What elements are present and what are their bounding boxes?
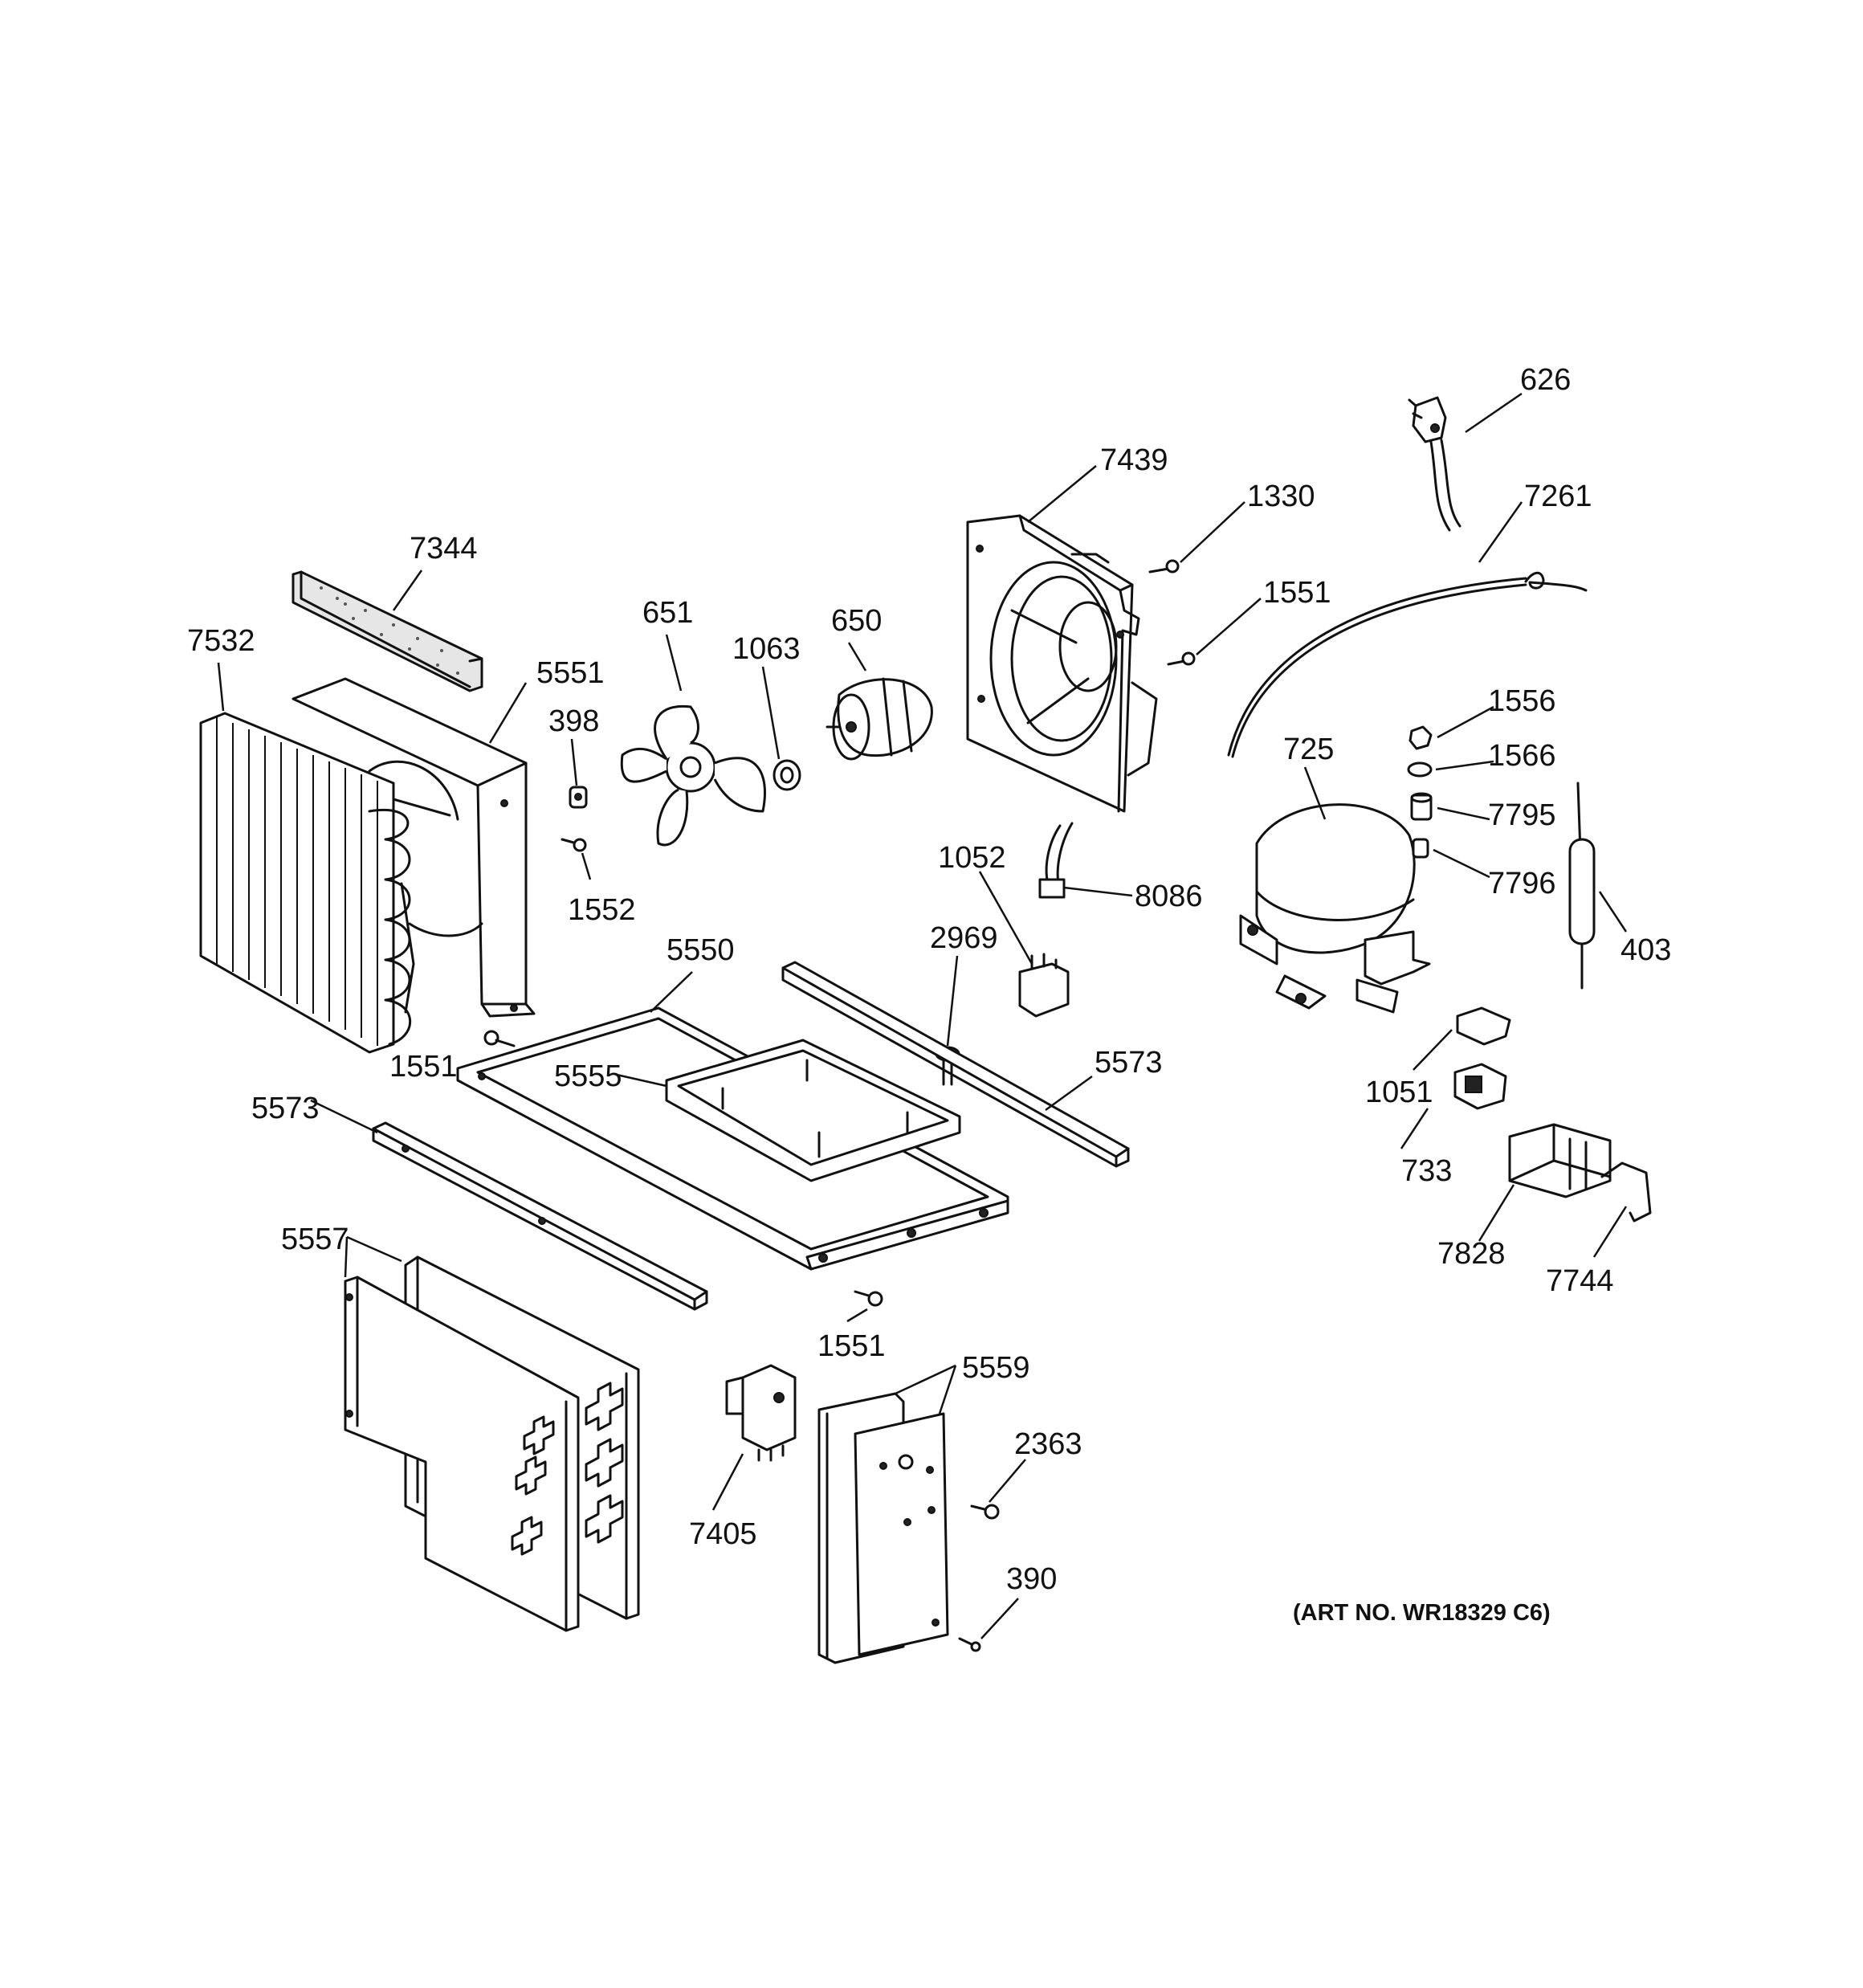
part-1566-washer <box>1407 761 1433 778</box>
leader-lines <box>217 392 1628 1639</box>
label-7261: 7261 <box>1524 480 1592 513</box>
part-7796-sleeve <box>1412 838 1429 859</box>
label-1551b: 1551 <box>389 1050 458 1084</box>
part-7744-wire-clip <box>1600 1161 1652 1223</box>
label-1330: 1330 <box>1247 480 1315 513</box>
part-725-compressor <box>1239 803 1431 1014</box>
part-7439-fan-shroud <box>966 514 1158 813</box>
part-1551-screw-bottom <box>854 1290 883 1307</box>
part-1552-screw <box>561 838 587 852</box>
part-7405-defrost-timer <box>725 1364 797 1462</box>
label-8086: 8086 <box>1135 880 1203 913</box>
label-5559: 5559 <box>962 1351 1030 1385</box>
part-7261-tube <box>1227 571 1588 758</box>
part-398-clip <box>569 786 588 809</box>
label-1552: 1552 <box>568 893 636 927</box>
part-651-fan-blade <box>620 704 766 847</box>
label-5550: 5550 <box>667 933 735 967</box>
part-5573-rail-right <box>781 961 1130 1168</box>
part-5559-panels <box>817 1392 949 1664</box>
label-7532: 7532 <box>187 624 255 658</box>
part-7532-condenser <box>199 712 451 1054</box>
label-390: 390 <box>1006 1562 1057 1596</box>
part-650-fan-motor <box>826 677 933 761</box>
label-733: 733 <box>1401 1154 1452 1188</box>
label-651: 651 <box>642 596 693 630</box>
label-1052: 1052 <box>938 841 1006 875</box>
part-labels: 626 7439 1330 7261 7344 1551 651 650 106… <box>187 363 1671 1626</box>
label-5555: 5555 <box>554 1059 622 1093</box>
label-1566: 1566 <box>1488 739 1556 773</box>
part-1551-screw-left <box>483 1030 516 1047</box>
label-1063: 1063 <box>732 632 801 666</box>
label-7744: 7744 <box>1546 1264 1614 1298</box>
label-7796: 7796 <box>1488 867 1556 900</box>
label-5551: 5551 <box>536 656 605 690</box>
part-733-overload <box>1453 1063 1507 1110</box>
part-5557-panels <box>344 1255 640 1632</box>
label-398: 398 <box>548 704 599 738</box>
label-1556: 1556 <box>1488 684 1556 718</box>
label-626: 626 <box>1520 363 1571 397</box>
part-626-power-cord <box>1408 396 1461 532</box>
label-403: 403 <box>1620 933 1671 967</box>
label-5557: 5557 <box>281 1223 349 1256</box>
part-5551-bracket <box>291 677 536 1018</box>
part-403-drier <box>1568 782 1596 990</box>
label-2969: 2969 <box>930 921 998 955</box>
label-1551c: 1551 <box>817 1329 886 1363</box>
label-7795: 7795 <box>1488 798 1556 832</box>
part-7344-foam-block <box>291 570 483 692</box>
part-390-screw <box>958 1637 981 1652</box>
part-5573-rail-left <box>372 1121 708 1311</box>
label-7344: 7344 <box>410 532 478 565</box>
part-1052-relay <box>1018 953 1070 1018</box>
part-8086-harness <box>1038 822 1074 899</box>
part-1051-cover <box>1456 1006 1511 1046</box>
part-2363-screw <box>970 1504 1000 1520</box>
label-2363: 2363 <box>1014 1427 1082 1461</box>
label-725: 725 <box>1283 733 1334 766</box>
label-5573b: 5573 <box>251 1092 320 1125</box>
art-number: (ART NO. WR18329 C6) <box>1293 1600 1551 1626</box>
part-1063-washer <box>773 759 801 791</box>
part-7795-grommet <box>1410 792 1433 821</box>
label-650: 650 <box>831 604 882 638</box>
label-5573a: 5573 <box>1095 1046 1163 1080</box>
part-1330-screw <box>1148 559 1180 574</box>
label-1551: 1551 <box>1263 576 1331 610</box>
part-1556-nut <box>1408 725 1433 750</box>
label-1051: 1051 <box>1365 1076 1433 1109</box>
label-7828: 7828 <box>1437 1237 1506 1271</box>
label-7439: 7439 <box>1100 443 1168 477</box>
part-7828-start-device <box>1508 1123 1612 1198</box>
part-5555-drain-tray <box>665 1039 961 1182</box>
label-7405: 7405 <box>689 1517 757 1551</box>
part-1551-screw-upper <box>1167 651 1196 666</box>
